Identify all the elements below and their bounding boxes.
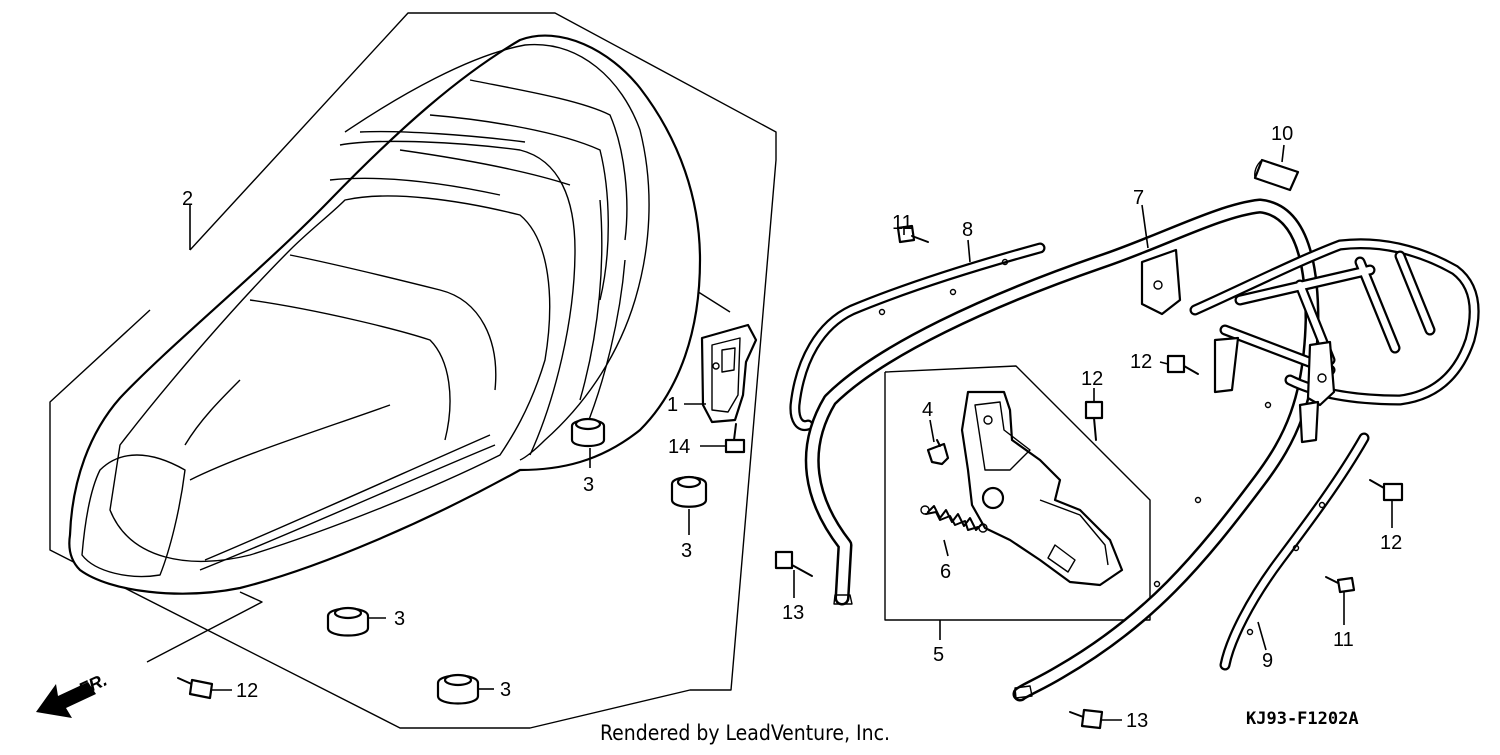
latch-group-outline — [884, 365, 1151, 621]
carrier-rack — [1140, 238, 1480, 444]
front-marker-label: FR. — [75, 670, 110, 700]
bolt-12-lower-left — [177, 677, 214, 700]
callout-12-lower-left: 12 — [236, 680, 258, 702]
leader-lines — [189, 144, 1393, 721]
callout-1: 1 — [667, 394, 678, 416]
bolt-12-rack — [1166, 354, 1199, 375]
diagram-code: KJ93-F1202A — [1246, 709, 1359, 729]
cushion-3-lower-left — [326, 606, 370, 637]
spring — [920, 505, 988, 533]
seat — [68, 34, 702, 595]
callout-3-middle: 3 — [681, 540, 692, 562]
cushion-3-lower-right — [436, 673, 480, 705]
grab-rail — [804, 198, 1320, 702]
callout-8: 8 — [962, 219, 973, 241]
callout-12-right: 12 — [1380, 532, 1402, 554]
bolt-13-left — [774, 550, 813, 577]
callout-5: 5 — [933, 644, 944, 666]
seat-latch — [960, 390, 1124, 587]
seat-strip — [789, 242, 1046, 432]
callout-9: 9 — [1262, 650, 1273, 672]
screw-11-upper — [896, 224, 929, 244]
callout-12-rack: 12 — [1130, 351, 1152, 373]
bolt-14 — [724, 423, 746, 454]
tube-cap — [1253, 158, 1300, 192]
seat-hook-bracket — [700, 323, 758, 424]
callout-2: 2 — [182, 188, 193, 210]
bolt-12-center — [1084, 400, 1104, 441]
bolt-12-right — [1369, 479, 1404, 502]
front-direction-arrow-icon — [36, 682, 96, 718]
callout-labels: 2 1 14 3 3 3 3 12 4 6 5 7 8 10 11 11 12 … — [182, 123, 1402, 732]
callout-11-lower: 11 — [1333, 629, 1354, 651]
cable-end — [926, 439, 950, 466]
render-credit: Rendered by LeadVenture, Inc. — [600, 721, 890, 745]
callout-13-left: 13 — [782, 602, 804, 624]
callout-10: 10 — [1271, 123, 1293, 145]
cushion-3-middle — [670, 475, 708, 508]
cushion-3-upper — [570, 417, 606, 448]
callout-4: 4 — [922, 399, 933, 421]
callout-3-lower-right: 3 — [500, 679, 511, 701]
trim-strip — [1219, 432, 1370, 671]
bolt-13-bottom — [1069, 708, 1104, 730]
callout-11-upper: 11 — [892, 212, 913, 234]
callout-6: 6 — [940, 561, 951, 583]
callout-14: 14 — [668, 436, 690, 458]
callout-12-center: 12 — [1081, 368, 1103, 390]
callout-3-upper: 3 — [583, 474, 594, 496]
callout-7: 7 — [1133, 187, 1144, 209]
screw-11-lower — [1325, 576, 1356, 594]
callout-13-bottom: 13 — [1126, 710, 1148, 732]
callout-3-lower-left: 3 — [394, 608, 405, 630]
